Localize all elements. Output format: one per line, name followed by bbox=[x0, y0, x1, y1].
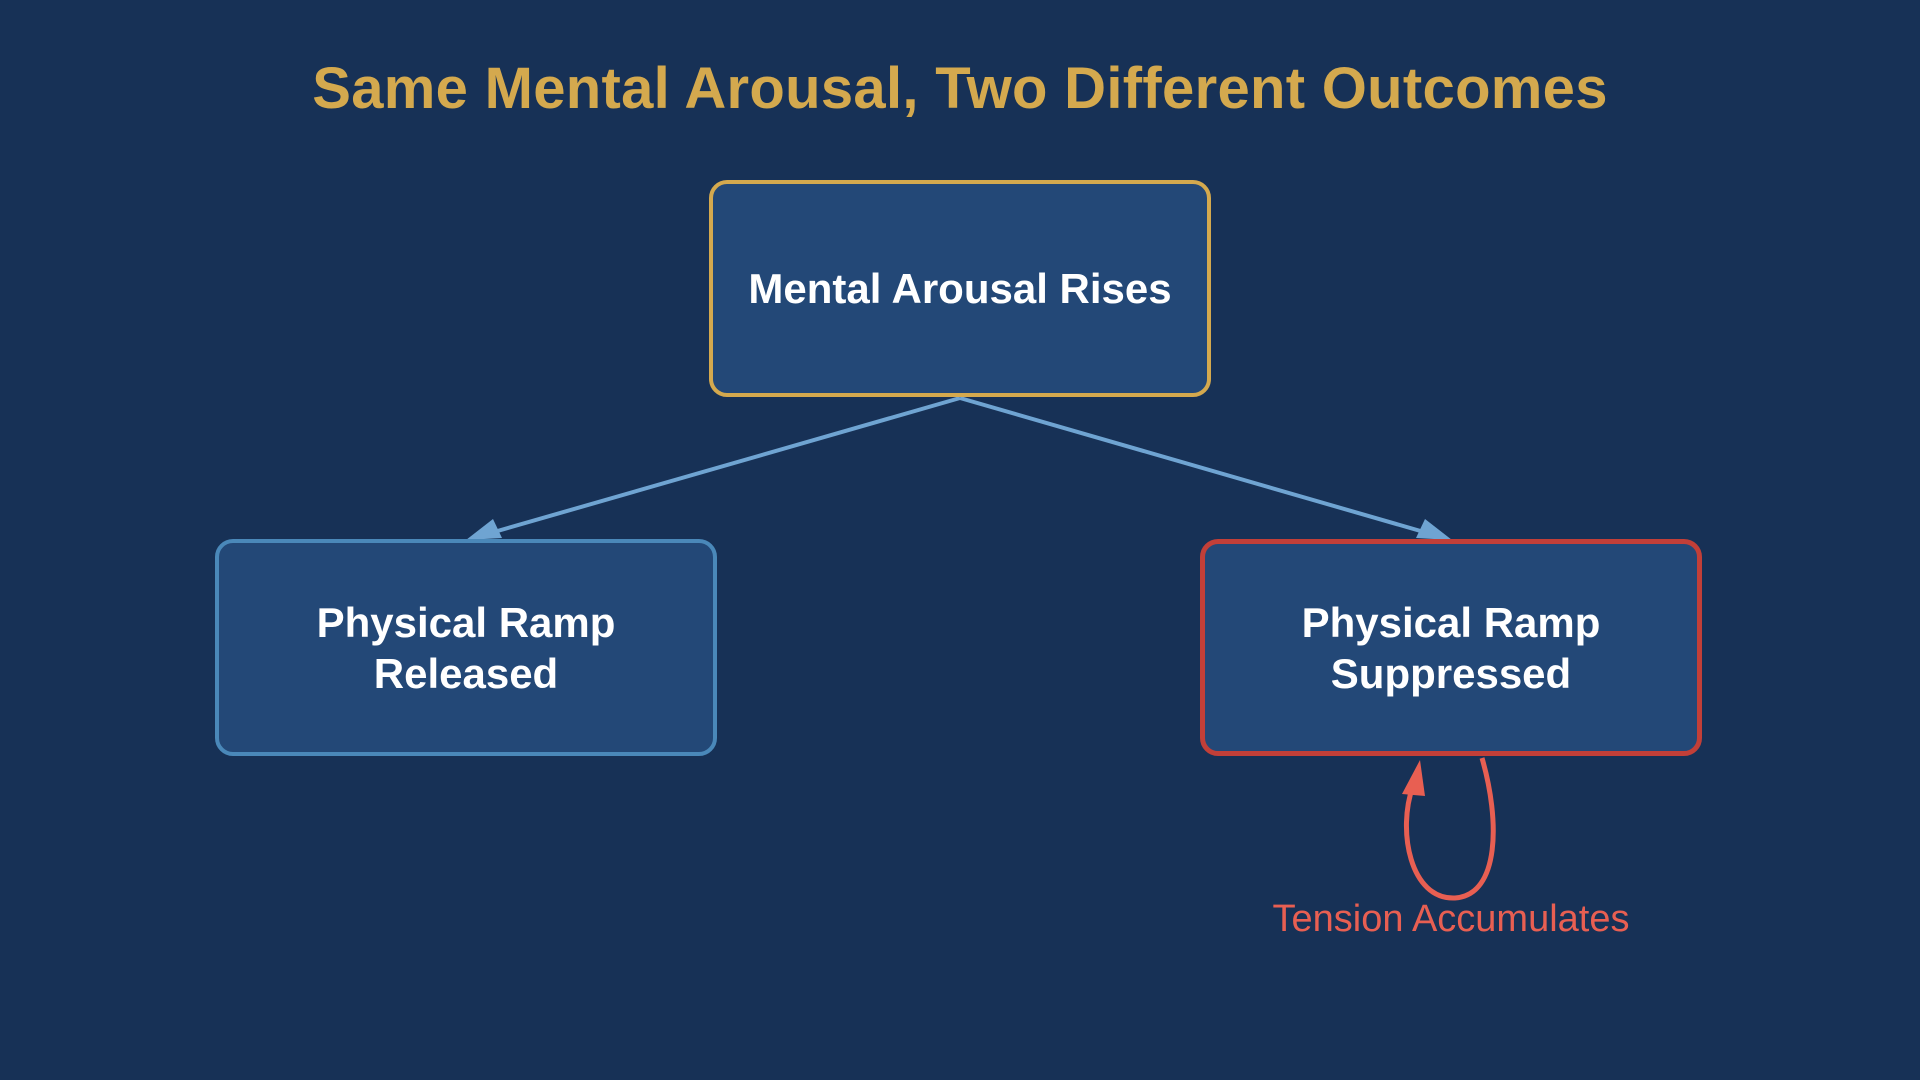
node-mental-arousal: Mental Arousal Rises bbox=[709, 180, 1211, 397]
self-loop-arrowhead-icon bbox=[1402, 760, 1425, 796]
edge-top-to-left bbox=[493, 396, 961, 534]
edge-top-to-right bbox=[959, 396, 1425, 534]
self-loop-label: Tension Accumulates bbox=[1272, 898, 1630, 940]
arrowhead-right-icon bbox=[1416, 519, 1452, 540]
node-label-physical-ramp-released: Physical Ramp Released bbox=[316, 598, 616, 697]
node-label-mental-arousal: Mental Arousal Rises bbox=[748, 265, 1172, 312]
node-label-physical-ramp-suppressed: Physical Ramp Suppressed bbox=[1301, 598, 1601, 697]
node-physical-ramp-suppressed: Physical Ramp Suppressed bbox=[1200, 539, 1702, 756]
self-loop-edge bbox=[1404, 757, 1496, 901]
arrowhead-left-icon bbox=[466, 519, 502, 540]
diagram-title: Same Mental Arousal, Two Different Outco… bbox=[312, 56, 1608, 121]
node-physical-ramp-released: Physical Ramp Released bbox=[215, 539, 717, 756]
